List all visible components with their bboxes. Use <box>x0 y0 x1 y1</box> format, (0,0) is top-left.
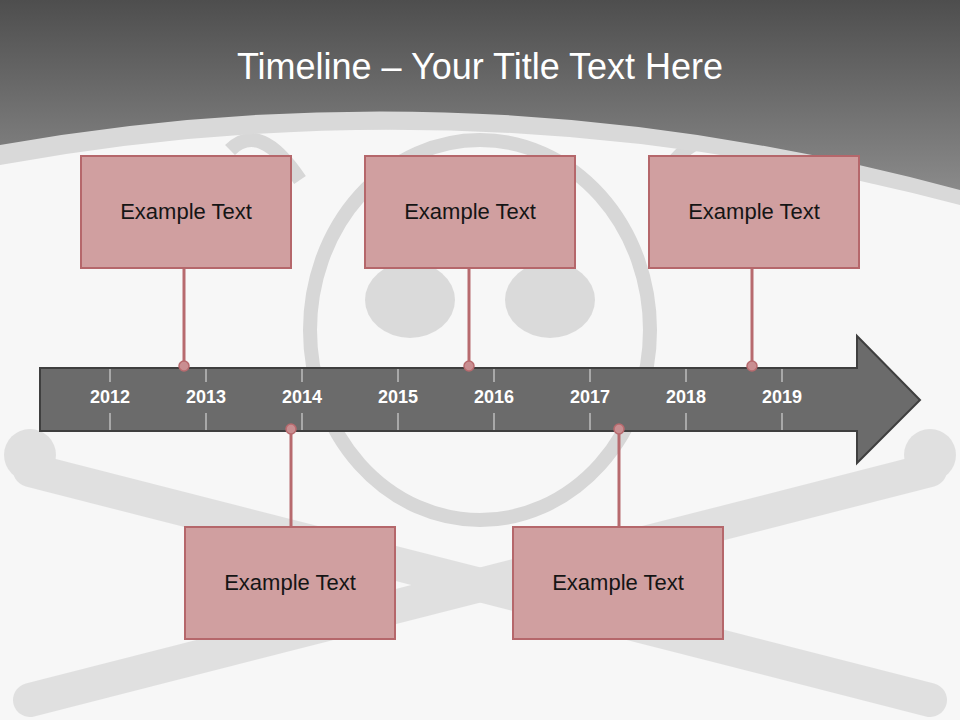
leader-line <box>468 269 471 366</box>
watermark-bone-end <box>4 429 56 481</box>
year-tick <box>782 413 783 430</box>
year-label: 2014 <box>282 387 322 408</box>
leader-line <box>290 429 293 526</box>
year-label: 2012 <box>90 387 130 408</box>
event-text: Example Text <box>688 199 820 225</box>
year-tick <box>206 369 207 382</box>
year-label: 2019 <box>762 387 802 408</box>
year-tick <box>110 413 111 430</box>
event-box: Example Text <box>184 526 396 640</box>
timeline-dot <box>614 424 624 434</box>
leader-line <box>618 429 621 526</box>
year-tick <box>398 413 399 430</box>
year-area: 2018 <box>646 384 726 410</box>
year-area: 2012 <box>70 384 150 410</box>
timeline-dot <box>747 361 757 371</box>
watermark-eye <box>365 262 455 338</box>
year-area: 2015 <box>358 384 438 410</box>
year-label: 2018 <box>666 387 706 408</box>
event-text: Example Text <box>224 570 356 596</box>
year-tick <box>494 413 495 430</box>
title-area: Timeline – Your Title Text Here <box>0 40 960 94</box>
watermark-skull <box>310 140 650 520</box>
year-area: 2019 <box>742 384 822 410</box>
year-area: 2014 <box>262 384 342 410</box>
timeline-arrow-shape <box>40 336 920 463</box>
timeline-dot <box>464 361 474 371</box>
year-tick <box>590 369 591 382</box>
year-label: 2015 <box>378 387 418 408</box>
year-tick <box>590 413 591 430</box>
watermark-eye <box>505 262 595 338</box>
year-tick <box>782 369 783 382</box>
year-label: 2017 <box>570 387 610 408</box>
year-tick <box>206 413 207 430</box>
year-area: 2017 <box>550 384 630 410</box>
event-text: Example Text <box>552 570 684 596</box>
leader-lines <box>179 269 757 526</box>
event-box: Example Text <box>648 155 860 269</box>
event-text: Example Text <box>120 199 252 225</box>
timeline-dot <box>179 361 189 371</box>
year-area: 2013 <box>166 384 246 410</box>
leader-line <box>183 269 186 366</box>
watermark-bone <box>30 470 930 700</box>
year-label: 2013 <box>186 387 226 408</box>
year-tick <box>398 369 399 382</box>
leader-line <box>751 269 754 366</box>
year-tick <box>686 369 687 382</box>
event-box: Example Text <box>80 155 292 269</box>
watermark-bone <box>30 470 930 700</box>
year-tick <box>686 413 687 430</box>
event-box: Example Text <box>364 155 576 269</box>
year-tick <box>302 413 303 430</box>
slide-title: Timeline – Your Title Text Here <box>237 46 723 88</box>
timeline-dot <box>286 424 296 434</box>
watermark-bone-end <box>904 429 956 481</box>
timeline-arrow <box>40 336 920 463</box>
year-tick <box>494 369 495 382</box>
watermark-illustration <box>4 140 956 700</box>
event-text: Example Text <box>404 199 536 225</box>
year-area: 2016 <box>454 384 534 410</box>
year-tick <box>110 369 111 382</box>
year-ticks <box>110 369 782 430</box>
year-label: 2016 <box>474 387 514 408</box>
event-box: Example Text <box>512 526 724 640</box>
year-tick <box>302 369 303 382</box>
